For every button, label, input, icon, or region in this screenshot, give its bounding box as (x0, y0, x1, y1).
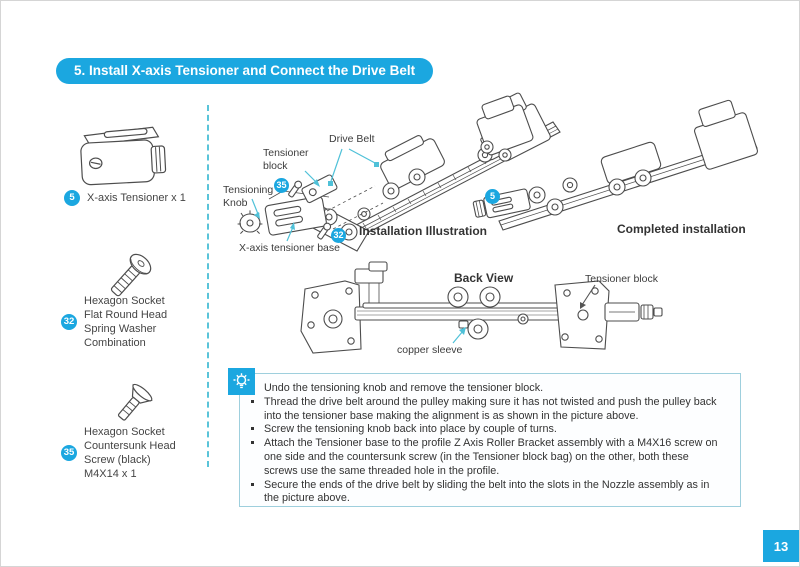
diagram-badge-5: 5 (485, 189, 500, 204)
label-copper-sleeve: copper sleeve (397, 344, 463, 356)
part-label-countersunk-screw: Hexagon Socket Countersunk Head Screw (b… (84, 426, 176, 480)
lightbulb-icon (228, 368, 255, 395)
part-item-countersunk-screw: 35 Hexagon Socket Countersunk Head Screw… (61, 425, 176, 481)
diagram-badge-32: 32 (331, 228, 346, 243)
tip-item: Undo the tensioning knob and remove the … (264, 382, 722, 396)
part-label-spring-washer-screw: Hexagon Socket Flat Round Head Spring Wa… (84, 295, 168, 349)
part-label-tensioner: X-axis Tensioner x 1 (87, 192, 186, 204)
countersunk-screw-image (104, 381, 160, 429)
part-item-tensioner: 5 X-axis Tensioner x 1 (64, 190, 186, 206)
part-item-spring-washer-screw: 32 Hexagon Socket Flat Round Head Spring… (61, 294, 167, 350)
tips-box: Undo the tensioning knob and remove the … (239, 373, 741, 507)
label-tensioning-knob: Tensioning Knob (223, 184, 274, 209)
caption-back-view: Back View (454, 271, 514, 285)
tip-item: Secure the ends of the drive belt by sli… (264, 479, 722, 507)
tip-item: Screw the tensioning knob back into plac… (264, 423, 722, 437)
back-view-image (299, 261, 671, 361)
tip-item: Attach the Tensioner base to the profile… (264, 437, 722, 478)
section-title: 5. Install X-axis Tensioner and Connect … (56, 58, 434, 84)
caption-completed-installation: Completed installation (617, 222, 746, 236)
part-badge-32: 32 (61, 314, 77, 330)
part-badge-5: 5 (64, 190, 80, 206)
spring-washer-screw-image (97, 248, 159, 308)
caption-installation-illustration: Installation Illustration (359, 224, 488, 238)
tips-list: Undo the tensioning knob and remove the … (240, 382, 730, 506)
part-badge-35: 35 (61, 445, 77, 461)
label-x-axis-tensioner-base: X-axis tensioner base (239, 242, 340, 254)
tip-item: Thread the drive belt around the pulley … (264, 396, 722, 424)
x-axis-tensioner-part-image (69, 113, 169, 187)
label-tensioner-block: Tensioner block (263, 147, 309, 172)
page-number: 13 (763, 530, 799, 562)
label-back-view-tensioner-block: Tensioner block (585, 273, 658, 285)
column-divider (207, 105, 209, 467)
diagram-badge-35: 35 (274, 178, 289, 193)
completed-installation-image (471, 93, 776, 241)
label-drive-belt: Drive Belt (329, 133, 375, 145)
